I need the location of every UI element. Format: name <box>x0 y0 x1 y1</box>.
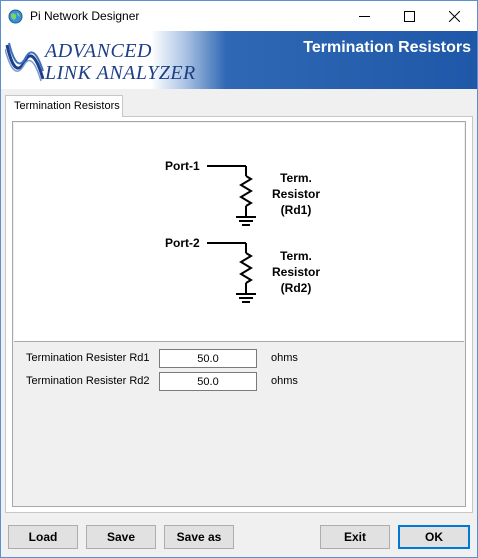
maximize-button[interactable] <box>387 1 432 31</box>
tab-label: Termination Resistors <box>14 100 120 112</box>
load-button[interactable]: Load <box>8 525 78 549</box>
logo-swoosh-icon <box>5 42 45 82</box>
app-globe-icon <box>8 9 23 24</box>
rd2-input[interactable] <box>159 372 257 391</box>
resistor1-symbol <box>207 165 253 216</box>
maximize-icon <box>404 11 415 22</box>
resistor1-label-line2: Resistor <box>272 187 320 201</box>
ground2-icon <box>236 293 256 303</box>
banner-title: Termination Resistors <box>303 39 471 56</box>
tab-panel: Port-1 Term. Resistor (Rd1) <box>5 116 473 513</box>
close-icon <box>449 11 460 22</box>
rd1-unit: ohms <box>271 352 298 364</box>
save-button[interactable]: Save <box>86 525 156 549</box>
rd2-label: Termination Resister Rd2 <box>26 375 150 387</box>
circuit-diagram: Port-1 Term. Resistor (Rd1) <box>14 123 464 342</box>
rd1-label: Termination Resister Rd1 <box>26 352 150 364</box>
port2-label: Port-2 <box>165 236 200 250</box>
resistor2-label-line3: (Rd2) <box>281 281 312 295</box>
header-banner: ADVANCED LINK ANALYZER Termination Resis… <box>1 31 477 89</box>
minimize-icon <box>359 16 370 17</box>
close-button[interactable] <box>432 1 477 31</box>
port1-label: Port-1 <box>165 159 200 173</box>
resistor2-label-line1: Term. <box>280 249 312 263</box>
rd1-input[interactable] <box>159 349 257 368</box>
company-logo: ADVANCED LINK ANALYZER <box>5 37 195 85</box>
logo-text-line1: ADVANCED <box>45 40 152 62</box>
save-as-button[interactable]: Save as <box>164 525 234 549</box>
settings-group: Port-1 Term. Resistor (Rd1) <box>12 121 466 507</box>
resistor2-symbol <box>207 242 253 293</box>
tab-termination-resistors[interactable]: Termination Resistors <box>5 95 123 117</box>
resistor1-label-line1: Term. <box>280 171 312 185</box>
minimize-button[interactable] <box>342 1 387 31</box>
ground1-icon <box>236 216 256 226</box>
ok-button[interactable]: OK <box>398 525 470 549</box>
resistor1-label-line3: (Rd1) <box>281 203 312 217</box>
exit-button[interactable]: Exit <box>320 525 390 549</box>
logo-text-line2: LINK ANALYZER <box>45 62 196 84</box>
title-bar[interactable]: Pi Network Designer <box>1 1 477 31</box>
resistor2-label-line2: Resistor <box>272 265 320 279</box>
rd2-unit: ohms <box>271 375 298 387</box>
window-title: Pi Network Designer <box>30 9 140 23</box>
circuit-diagram-svg: Port-1 Term. Resistor (Rd1) <box>165 159 320 303</box>
